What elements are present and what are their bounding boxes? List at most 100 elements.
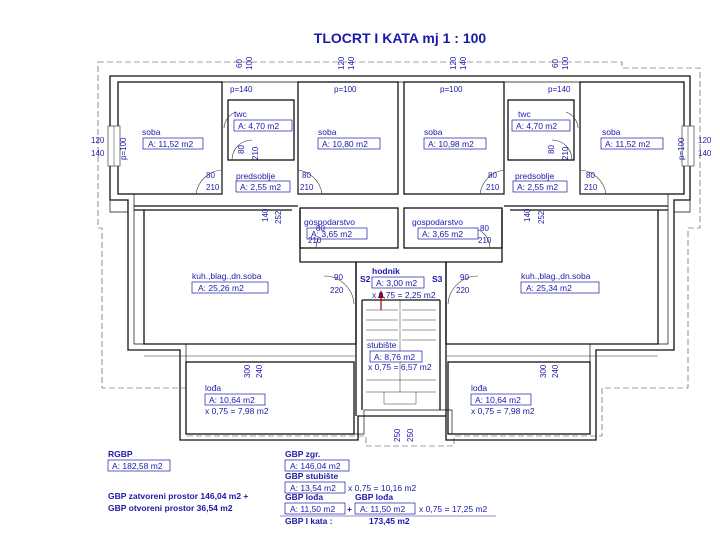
room-area: A: 10,64 m2 bbox=[475, 395, 521, 405]
dimension-label: 252 bbox=[537, 210, 546, 224]
gbp-loda-factor: x 0,75 = 17,25 m2 bbox=[419, 504, 488, 514]
dimension-label: 80 bbox=[302, 171, 311, 180]
room-area: A: 25,26 m2 bbox=[198, 283, 244, 293]
gbp-stub-value: A: 13,54 m2 bbox=[290, 483, 336, 493]
room-factor: x 0,75 = 6,57 m2 bbox=[368, 362, 432, 372]
room-area: A: 3,65 m2 bbox=[422, 229, 463, 239]
gbp-loda-label: GBP lođa bbox=[285, 492, 323, 502]
dimension-label: p=100 bbox=[334, 85, 357, 94]
dimension-label: p=100 bbox=[119, 137, 128, 160]
room-factor: x 0,75 = 7,98 m2 bbox=[471, 406, 535, 416]
dimension-label: 100 bbox=[245, 56, 254, 70]
dimension-label: 210 bbox=[300, 183, 314, 192]
gbp-stub-label: GBP stubište bbox=[285, 471, 338, 481]
dimension-label: 210 bbox=[206, 183, 220, 192]
dimension-label: 120 bbox=[449, 56, 458, 70]
dimension-label: p=100 bbox=[440, 85, 463, 94]
room-name: predsoblje bbox=[515, 171, 554, 181]
s2-label: S2 bbox=[360, 274, 371, 284]
room-area: A: 10,64 m2 bbox=[209, 395, 255, 405]
gbp-stub-factor: x 0,75 = 10,16 m2 bbox=[348, 483, 417, 493]
room-area: A: 25,34 m2 bbox=[526, 283, 572, 293]
dimension-label: 80 bbox=[237, 145, 246, 154]
room-name: hodnik bbox=[372, 266, 400, 276]
gbp-kata-label: GBP I kata : bbox=[285, 516, 333, 526]
dimension-label: 120 bbox=[337, 56, 346, 70]
gbp-closed: GBP zatvoreni prostor 146,04 m2 + bbox=[108, 491, 248, 501]
dimension-label: 100 bbox=[561, 56, 570, 70]
room-name: soba bbox=[602, 127, 621, 137]
dimension-label: 80 bbox=[316, 224, 325, 233]
rgbp-label: RGBP bbox=[108, 449, 133, 459]
room-factor: x 0,75 = 2,25 m2 bbox=[372, 290, 436, 300]
dimension-label: 250 bbox=[406, 428, 415, 442]
room-area: A: 10,98 m2 bbox=[428, 139, 474, 149]
gbp-open: GBP otvoreni prostor 36,54 m2 bbox=[108, 503, 233, 513]
dimension-label: 80 bbox=[480, 224, 489, 233]
dimension-label: 140 bbox=[523, 208, 532, 222]
area-summary: RGBP A: 182,58 m2 GBP zatvoreni prostor … bbox=[107, 449, 496, 526]
room-name: gospodarstvo bbox=[304, 217, 355, 227]
gbp-kata-value: 173,45 m2 bbox=[369, 516, 410, 526]
dimension-label: 220 bbox=[456, 286, 470, 295]
room-name: lođa bbox=[471, 383, 487, 393]
room-name: gospodarstvo bbox=[412, 217, 463, 227]
dimension-label: 140 bbox=[459, 56, 468, 70]
room-name: lođa bbox=[205, 383, 221, 393]
dimension-label: 80 bbox=[586, 171, 595, 180]
dimension-label: 240 bbox=[255, 364, 264, 378]
dimension-label: p=140 bbox=[548, 85, 571, 94]
room-name: twc bbox=[518, 109, 532, 119]
dimension-label: 80 bbox=[547, 145, 556, 154]
dimension-label: 60 bbox=[551, 59, 560, 68]
room-name: soba bbox=[318, 127, 337, 137]
plan-title: TLOCRT I KATA mj 1 : 100 bbox=[314, 30, 487, 46]
room-area: A: 3,65 m2 bbox=[311, 229, 352, 239]
dimension-label: 210 bbox=[308, 236, 322, 245]
dimension-label: 210 bbox=[561, 146, 570, 160]
dimension-label: 120 bbox=[91, 136, 105, 145]
room-name: kuh.,blag.,dn.soba bbox=[521, 271, 591, 281]
gbp-loda-label-2: GBP lođa bbox=[355, 492, 393, 502]
dimension-label: 140 bbox=[261, 208, 270, 222]
dimension-label: 252 bbox=[274, 210, 283, 224]
dimension-label: 90 bbox=[460, 273, 469, 282]
room-area: A: 4,70 m2 bbox=[516, 121, 557, 131]
gbp-zgr-value: A: 146,04 m2 bbox=[290, 461, 341, 471]
dimension-label: 90 bbox=[334, 273, 343, 282]
dimension-label: 80 bbox=[206, 171, 215, 180]
dimension-label: 140 bbox=[91, 149, 105, 158]
room-name: soba bbox=[424, 127, 443, 137]
room-name: stubište bbox=[367, 340, 397, 350]
side-windows bbox=[107, 125, 695, 167]
dimension-label: 300 bbox=[243, 364, 252, 378]
room-name: kuh.,blag.,dn.soba bbox=[192, 271, 262, 281]
rgbp-value: A: 182,58 m2 bbox=[112, 461, 163, 471]
room-area: A: 11,52 m2 bbox=[148, 139, 193, 149]
room-area: A: 2,55 m2 bbox=[240, 182, 281, 192]
room-labels: soba A: 11,52 m2 twc A: 4,70 m2 soba A: … bbox=[142, 109, 664, 416]
plus-sign: + bbox=[347, 504, 352, 514]
dimension-label: 220 bbox=[330, 286, 344, 295]
entry-arrow bbox=[378, 290, 384, 310]
dimension-label: 140 bbox=[347, 56, 356, 70]
room-area: A: 10,80 m2 bbox=[322, 139, 368, 149]
room-name: soba bbox=[142, 127, 161, 137]
room-name: predsoblje bbox=[236, 171, 275, 181]
room-area: A: 11,52 m2 bbox=[605, 139, 650, 149]
dimension-label: 80 bbox=[488, 171, 497, 180]
dimension-label: 210 bbox=[251, 146, 260, 160]
s3-label: S3 bbox=[432, 274, 443, 284]
dimension-label: 210 bbox=[486, 183, 500, 192]
staircase bbox=[366, 300, 436, 405]
dimension-label: 60 bbox=[235, 59, 244, 68]
room-name: twc bbox=[234, 109, 248, 119]
gbp-loda-value: A: 11,50 m2 bbox=[290, 504, 335, 514]
dimension-label: 210 bbox=[478, 236, 492, 245]
dimension-label: 300 bbox=[539, 364, 548, 378]
dimension-labels: 60 100 120 140 120 140 60 100 120 140 p=… bbox=[91, 56, 712, 442]
dimension-label: 210 bbox=[584, 183, 598, 192]
dimension-label: p=100 bbox=[677, 137, 686, 160]
room-area: A: 2,55 m2 bbox=[517, 182, 558, 192]
